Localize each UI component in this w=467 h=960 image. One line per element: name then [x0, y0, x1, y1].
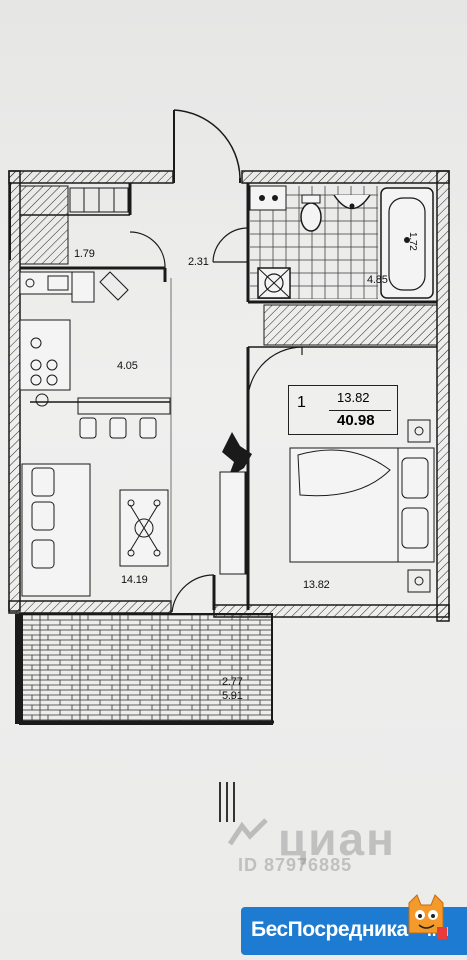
plant-icon — [219, 432, 252, 575]
living-area-total: 13.82 — [337, 390, 370, 405]
mascot-icon — [408, 894, 447, 939]
bedroom-wardrobe — [263, 304, 438, 346]
entrance-door — [173, 109, 241, 183]
banner-text: БесПосредника — [251, 918, 408, 941]
loggia-area-alt-label: 5.91 — [222, 690, 243, 702]
rooms-count: 1 — [297, 394, 306, 411]
bathroom-tiles — [249, 185, 434, 299]
hall-area-label: 2.31 — [188, 256, 209, 268]
loggia — [15, 613, 274, 725]
orientation-mark-icon — [219, 782, 235, 822]
loggia-area-label: 2.77 — [222, 676, 243, 688]
summary-divider — [329, 410, 391, 411]
kitchen-units — [19, 271, 171, 439]
bedroom-furniture — [289, 419, 435, 593]
living-room-furniture — [21, 463, 169, 597]
cian-id-watermark: ID 87976885 — [238, 855, 353, 875]
wardrobe-shelves — [19, 185, 129, 265]
total-area: 40.98 — [337, 412, 375, 429]
apartment-summary-box: 1 13.82 40.98 — [288, 385, 398, 435]
bath-dimension-label: 1.72 — [407, 232, 418, 251]
cian-watermark: циан — [278, 813, 396, 865]
bathroom-area-label: 4.85 — [367, 274, 388, 286]
interior-walls — [20, 183, 437, 613]
living-room-area-label: 14.19 — [121, 574, 148, 586]
wardrobe-area-label: 1.79 — [74, 248, 95, 260]
kitchen-area-label: 4.05 — [117, 360, 138, 372]
bedroom-area-label: 13.82 — [303, 579, 330, 591]
cian-logo-icon — [228, 818, 268, 846]
